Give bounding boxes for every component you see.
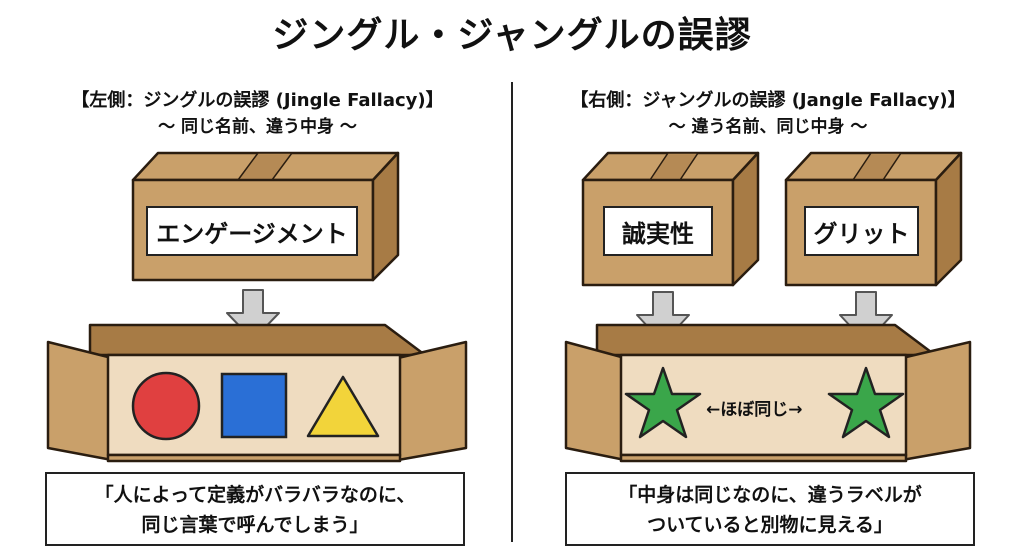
- left-box-label: エンゲージメント: [146, 206, 358, 256]
- right-box-label-2: グリット: [804, 206, 919, 256]
- right-heading-text: 【右側：ジャングルの誤謬 (Jangle Fallacy)】: [570, 90, 966, 111]
- left-subheading: 〜 同じ名前、違う中身 〜: [158, 117, 357, 137]
- right-caption: 「中身は同じなのに、違うラベルが ついていると別物に見える」: [565, 472, 975, 546]
- blue-square-shape: [220, 372, 288, 439]
- left-heading-text: 【左側：ジングルの誤謬 (Jingle Fallacy)】: [71, 90, 444, 111]
- right-caption-line-1: 「中身は同じなのに、違うラベルが: [618, 484, 922, 506]
- right-subheading: 〜 違う名前、同じ中身 〜: [668, 117, 868, 137]
- right-caption-line-2: ついていると別物に見える」: [647, 514, 893, 536]
- center-divider: [511, 82, 513, 542]
- red-circle-shape: [131, 371, 201, 441]
- right-box-label-1: 誠実性: [603, 206, 713, 256]
- left-caption-line-1: 「人によって定義がバラバラなのに、: [94, 484, 416, 506]
- yellow-triangle-shape: [306, 375, 380, 438]
- right-heading: 【右側：ジャングルの誤謬 (Jangle Fallacy)】 〜 違う名前、同じ…: [528, 88, 1008, 140]
- left-heading: 【左側：ジングルの誤謬 (Jingle Fallacy)】 〜 同じ名前、違う中…: [20, 88, 495, 140]
- almost-same-label: ←ほぼ同じ→: [706, 400, 803, 420]
- green-star-shape-2: [827, 366, 905, 439]
- left-caption: 「人によって定義がバラバラなのに、 同じ言葉で呼んでしまう」: [45, 472, 465, 546]
- green-star-shape-1: [624, 366, 702, 439]
- page-title: ジングル・ジャングルの誤謬: [272, 15, 752, 56]
- left-caption-line-2: 同じ言葉で呼んでしまう」: [141, 514, 369, 536]
